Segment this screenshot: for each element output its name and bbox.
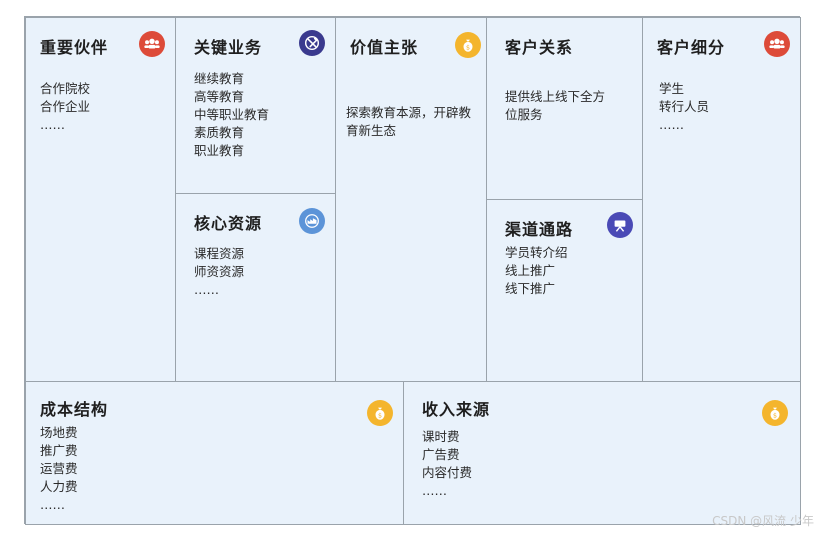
business-model-canvas: 重要伙伴 合作院校 合作企业 …… 关键业务 继续教育 高等教育 中等职业教育 … [24,16,801,525]
cell-value-proposition: 价值主张 $ 探索教育本源，开辟教 育新生态 [335,17,487,382]
list-item: 学员转介绍 [505,245,568,260]
list-item: …… [40,497,65,512]
cell-items: 场地费 推广费 运营费 人力费 …… [40,424,78,514]
cell-title: 收入来源 [422,400,491,419]
list-item: 中等职业教育 [194,107,270,122]
cell-key-partners: 重要伙伴 合作院校 合作企业 …… [25,17,176,382]
list-item: …… [659,117,684,132]
cell-title: 客户关系 [505,38,574,57]
gift-icon: $ [455,32,481,58]
cell-title: 渠道通路 [505,220,574,239]
cell-items: 继续教育 高等教育 中等职业教育 素质教育 职业教育 [194,70,269,160]
list-item: 人力费 [40,479,78,494]
factory-icon [299,208,325,234]
svg-text:$: $ [466,45,470,52]
cell-items: 提供线上线下全方 位服务 [505,88,605,124]
list-item: 推广费 [40,443,78,458]
list-item: 内容付费 [422,465,473,480]
cell-items: 学员转介绍 线上推广 线下推广 [505,244,568,298]
tools-icon [299,30,325,56]
list-item: 育新生态 [346,123,397,138]
list-item: 运营费 [40,461,78,476]
list-item: 师资资源 [194,264,245,279]
cell-items: 探索教育本源，开辟教 育新生态 [346,104,471,140]
list-item: 广告费 [422,447,460,462]
cell-title: 客户细分 [657,38,726,57]
list-item: 探索教育本源，开辟教 [346,105,472,120]
list-item: …… [194,282,219,297]
cell-title: 关键业务 [194,38,263,57]
cell-title: 成本结构 [40,400,109,419]
svg-text:$: $ [378,413,382,420]
list-item: 转行人员 [659,99,710,114]
cell-key-activities: 关键业务 继续教育 高等教育 中等职业教育 素质教育 职业教育 [175,17,336,194]
people-icon [764,31,790,57]
list-item: 高等教育 [194,89,245,104]
cell-title: 重要伙伴 [40,38,109,57]
cell-key-resources: 核心资源 课程资源 师资资源 …… [175,193,336,382]
cell-cost-structure: 成本结构 $ 场地费 推广费 运营费 人力费 …… [25,381,404,525]
list-item: 场地费 [40,425,78,440]
list-item: 合作企业 [40,99,91,114]
cell-items: 合作院校 合作企业 …… [40,80,90,134]
list-item: 课程资源 [194,246,245,261]
list-item: 线上推广 [505,263,556,278]
money-bag-icon: $ [762,400,788,426]
list-item: 课时费 [422,429,460,444]
truck-icon [607,212,633,238]
cell-items: 课程资源 师资资源 …… [194,245,244,299]
cell-customer-relationships: 客户关系 提供线上线下全方 位服务 [486,17,643,200]
cell-revenue-streams: 收入来源 $ 课时费 广告费 内容付费 …… [403,381,801,525]
cell-customer-segments: 客户细分 学生 转行人员 …… [642,17,801,382]
list-item: 素质教育 [194,125,245,140]
money-bag-icon: $ [367,400,393,426]
list-item: …… [40,117,65,132]
list-item: 合作院校 [40,81,91,96]
cell-channels: 渠道通路 学员转介绍 线上推广 线下推广 [486,199,643,382]
list-item: 学生 [659,81,685,96]
cell-items: 课时费 广告费 内容付费 …… [422,428,472,500]
list-item: 职业教育 [194,143,245,158]
people-icon [139,31,165,57]
list-item: 继续教育 [194,71,245,86]
cell-title: 核心资源 [194,214,263,233]
list-item: 位服务 [505,107,543,122]
watermark: CSDN @风流 少年 [712,514,814,528]
list-item: 线下推广 [505,281,556,296]
list-item: …… [422,483,447,498]
cell-items: 学生 转行人员 …… [659,80,709,134]
svg-text:$: $ [773,413,777,420]
cell-title: 价值主张 [350,38,419,57]
list-item: 提供线上线下全方 [505,89,606,104]
